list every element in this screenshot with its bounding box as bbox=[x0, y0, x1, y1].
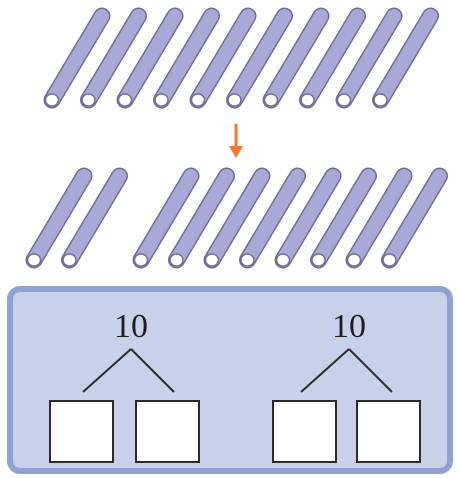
stick bbox=[345, 167, 413, 269]
right-branch-line bbox=[130, 348, 175, 393]
down-arrow-icon bbox=[229, 124, 243, 158]
answer-box[interactable] bbox=[356, 400, 421, 463]
stick bbox=[132, 167, 200, 269]
answer-box[interactable] bbox=[135, 400, 200, 463]
left-branch-line bbox=[82, 348, 132, 393]
bond-total-number: 10 bbox=[332, 308, 366, 345]
stick bbox=[116, 7, 184, 109]
left-branch-line bbox=[300, 348, 350, 393]
stick bbox=[80, 7, 147, 109]
stick bbox=[335, 7, 403, 109]
stick bbox=[168, 167, 235, 269]
stick bbox=[372, 7, 439, 109]
stick bbox=[25, 167, 93, 269]
answer-box[interactable] bbox=[272, 400, 337, 463]
bottom-stick-row bbox=[25, 167, 448, 269]
stick bbox=[189, 7, 257, 109]
stick bbox=[381, 167, 448, 269]
stick bbox=[226, 7, 293, 109]
stick bbox=[274, 167, 342, 269]
right-branch-line bbox=[348, 348, 393, 393]
stick bbox=[43, 7, 111, 109]
stick bbox=[203, 167, 271, 269]
stick bbox=[262, 7, 330, 109]
stick bbox=[61, 167, 128, 269]
answer-panel bbox=[7, 286, 453, 474]
stick bbox=[239, 167, 306, 269]
stick bbox=[153, 7, 220, 109]
stick bbox=[310, 167, 377, 269]
answer-box[interactable] bbox=[49, 400, 114, 463]
number-bond-right: 10 bbox=[272, 308, 421, 463]
top-stick-row bbox=[43, 7, 439, 109]
stick bbox=[299, 7, 366, 109]
bond-total-number: 10 bbox=[114, 308, 148, 345]
number-bond-left: 10 bbox=[49, 308, 200, 463]
